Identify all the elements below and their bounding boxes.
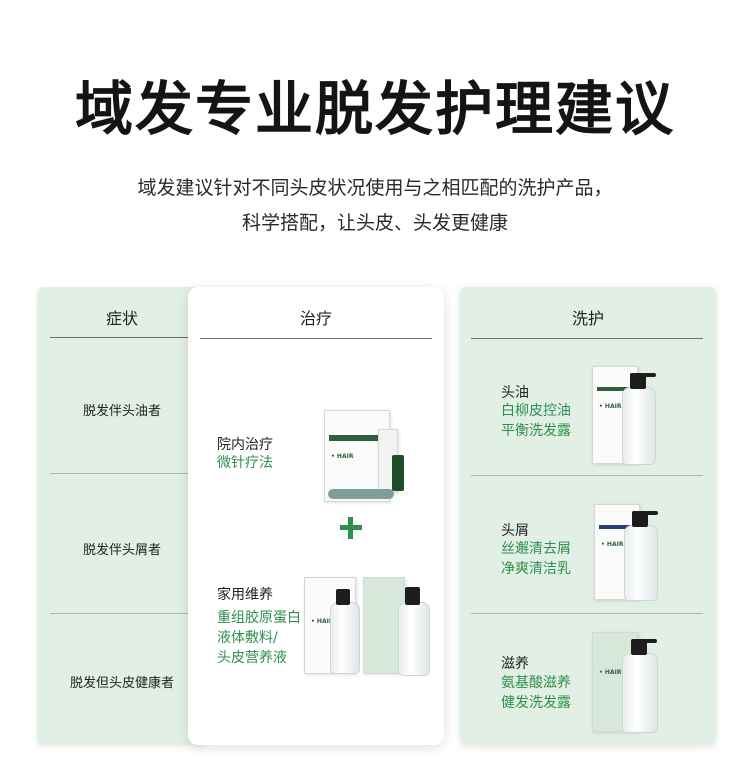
symptoms-header-divider (50, 337, 190, 338)
home-care-label: 家用维养 (217, 587, 273, 603)
treatment-panel: 治疗 院内治疗 微针疗法 • HAIR 家用维养 重组胶原蛋白 液体敷料/ 头皮… (188, 287, 444, 745)
treatment-header: 治疗 (299, 309, 332, 328)
symptom-healthy: 脱发但头皮健康者 (69, 676, 174, 691)
nourish-shampoo-pump (631, 639, 647, 655)
care-header-divider (471, 338, 703, 339)
dandruff-cleanser-bottle (624, 525, 658, 601)
care-divider-1 (471, 475, 703, 476)
home-product-line2: 液体敷料/ (217, 630, 278, 646)
symptom-divider-2 (50, 613, 190, 614)
care-type-dandruff: 头屑 (501, 523, 529, 539)
page-subtitle-line2: 科学搭配，让头皮、头发更健康 (241, 212, 508, 234)
page-subtitle-line1: 域发建议针对不同头皮状况使用与之相匹配的洗护产品， (137, 177, 613, 199)
symptoms-panel: 症状 脱发伴头油者 脱发伴头屑者 脱发但头皮健康者 (37, 287, 207, 745)
home-product-line1: 重组胶原蛋白 (217, 610, 301, 626)
care-type-oily: 头油 (501, 385, 529, 401)
symptoms-header: 症状 (105, 309, 138, 328)
symptom-oily: 脱发伴头油者 (82, 404, 161, 419)
oily-shampoo-bottle (622, 387, 656, 465)
microneedle-pen (328, 489, 394, 499)
care-panel: 洗护 头油 白柳皮控油 平衡洗发露 • HAIR 头屑 丝邂清去屑 净爽清洁乳 … (460, 287, 716, 745)
care-product-dandruff-line2: 净爽清洁乳 (501, 561, 571, 577)
clinic-treatment-label: 院内治疗 (217, 437, 273, 453)
dandruff-cleanser-pump (632, 511, 648, 527)
care-divider-2 (471, 613, 703, 614)
care-product-dandruff-line1: 丝邂清去屑 (501, 541, 571, 557)
care-product-nourish-line2: 健发洗发露 (501, 695, 571, 711)
page-title: 域发专业脱发护理建议 (74, 75, 675, 143)
care-product-oily-line1: 白柳皮控油 (501, 403, 571, 419)
care-header: 洗护 (571, 309, 604, 328)
oily-shampoo-pump (630, 373, 646, 389)
care-type-nourish: 滋养 (501, 656, 529, 672)
home-product-line3: 头皮营养液 (217, 650, 287, 666)
plus-icon (340, 517, 362, 539)
symptom-divider-1 (50, 473, 190, 474)
care-product-nourish-line1: 氨基酸滋养 (501, 675, 571, 691)
symptom-dandruff: 脱发伴头屑者 (82, 543, 161, 558)
serum-bottle-cap (405, 587, 420, 605)
nourish-shampoo-bottle (622, 653, 658, 733)
dressing-bottle (330, 602, 360, 674)
nourish-shampoo-nozzle (645, 639, 657, 643)
serum-vial (392, 455, 404, 491)
serum-bottle (398, 602, 430, 676)
treatment-header-divider (200, 338, 432, 339)
dandruff-cleanser-nozzle (646, 511, 658, 515)
clinic-treatment-method: 微针疗法 (217, 455, 273, 471)
care-product-oily-line2: 平衡洗发露 (501, 423, 571, 439)
dressing-bottle-cap (336, 589, 350, 605)
oily-shampoo-nozzle (644, 373, 656, 377)
